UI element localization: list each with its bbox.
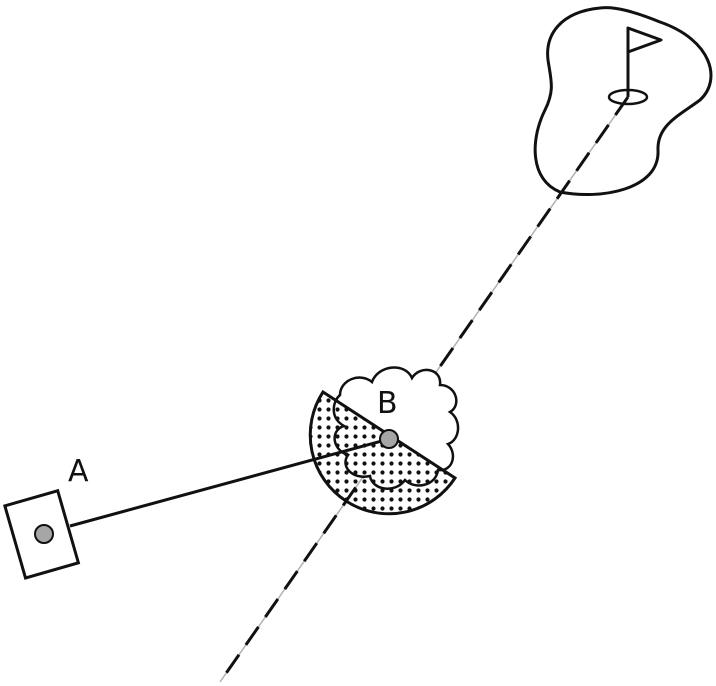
ball-icon-b <box>380 430 398 448</box>
label-a: A <box>68 454 89 489</box>
flag-icon <box>628 28 661 97</box>
label-b: B <box>377 386 398 421</box>
putting-green <box>535 8 711 195</box>
ball-icon-a <box>35 525 53 543</box>
